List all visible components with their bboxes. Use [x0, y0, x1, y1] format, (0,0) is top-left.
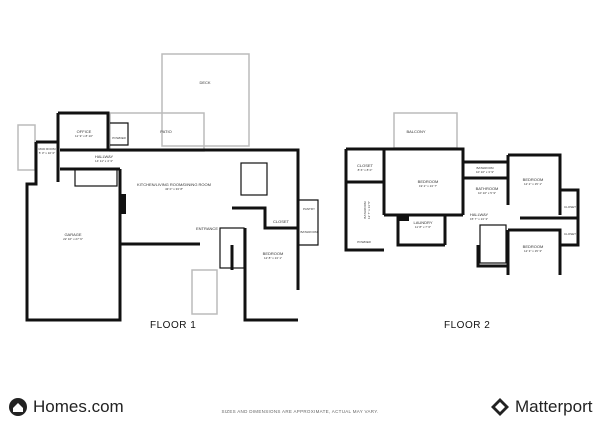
disclaimer: SIZES AND DIMENSIONS ARE APPROXIMATE, AC… [221, 409, 379, 414]
room-label: POWDER [112, 136, 126, 140]
stairs [219, 227, 245, 269]
room-dims: 12' 3" x 15' 3" [524, 249, 542, 253]
kitchen-island [240, 162, 268, 196]
stairs [74, 168, 118, 187]
room-label: BEDROOM [523, 244, 544, 249]
matterport-logo: Matterport [490, 397, 592, 417]
room-dims: 12' 2" x 15' 1" [524, 182, 542, 186]
room-label: BEDROOM [523, 177, 544, 182]
room-label: DECK [199, 80, 210, 85]
floor2-title: FLOOR 2 [444, 320, 491, 331]
exterior-stairs [191, 269, 218, 315]
room-dims: 22' 10" x 27' 9" [63, 237, 83, 241]
homes-logo-text: Homes.com [33, 397, 124, 416]
room-label: BATHROOM [300, 230, 318, 234]
room-label: BATHROOM [363, 201, 367, 219]
room-label: GARAGE [64, 232, 81, 237]
room-dims: 43' 0" x 33' 8" [165, 187, 183, 191]
room-label: CLOSET [564, 205, 576, 209]
room-dims: 10' 10" x 5' 9" [478, 191, 496, 195]
floor1-plan: DECK OFFICE 11' 9" x 8' 10" PATIO MUD RO… [17, 53, 319, 322]
room-label: BATHROOM [476, 166, 494, 170]
room-label: PANTRY [303, 207, 315, 211]
homes-logo: Homes.com [8, 397, 124, 417]
room-label: MUD ROOM [39, 147, 56, 151]
room-label: BEDROOM [263, 251, 284, 256]
room-label: OFFICE [77, 129, 92, 134]
room-label: LAUNDRY [413, 220, 432, 225]
room-label: CLOSET [564, 232, 576, 236]
room-dims: 11' 8" x 7' 6" [415, 225, 431, 229]
room-dims: 19' 2" x 13' 7" [419, 184, 437, 188]
exterior-stairs [17, 124, 36, 171]
room-dims: 10' 10" x 3' 9" [476, 170, 494, 174]
room-dims: 11' 9" x 8' 10" [75, 134, 93, 138]
matterport-logo-text: Matterport [515, 397, 593, 416]
room-label: BATHROOM [476, 186, 499, 191]
room-label: KITCHEN/LIVING ROOM/DINING ROOM [137, 182, 211, 187]
room-dims: 8' 6" x 8' 0" [358, 168, 373, 172]
room-dims: 14' 11" x 4' 3" [95, 159, 113, 163]
room-dims: 12' 8" x 13' 1" [264, 256, 282, 260]
room-label: PATIO [160, 129, 171, 134]
room-label: CLOSET [357, 163, 374, 168]
room-label: BALCONY [406, 129, 425, 134]
room-label: CLOSET [273, 219, 290, 224]
deck [161, 53, 250, 147]
room-dims: 5' 3" x 10' 0" [39, 151, 55, 155]
floor1-title: FLOOR 1 [150, 320, 197, 331]
room-dims: 15' 7" x 13' 3" [470, 217, 488, 221]
room-label: HALLWAY [95, 154, 114, 159]
room-label: BEDROOM [418, 179, 439, 184]
room-dims: 12' 7" x 13' 5" [367, 201, 371, 219]
homes-logo-icon [9, 398, 27, 416]
stairs [479, 224, 507, 264]
room-label: ENTRANCE [196, 226, 218, 231]
floor2-plan: BALCONY CLOSET 8' 6" x 8' 0" BEDROOM 19'… [344, 112, 580, 275]
matterport-logo-icon [491, 398, 509, 416]
room-label: HALLWAY [470, 212, 489, 217]
room-label: POWDER [357, 240, 371, 244]
